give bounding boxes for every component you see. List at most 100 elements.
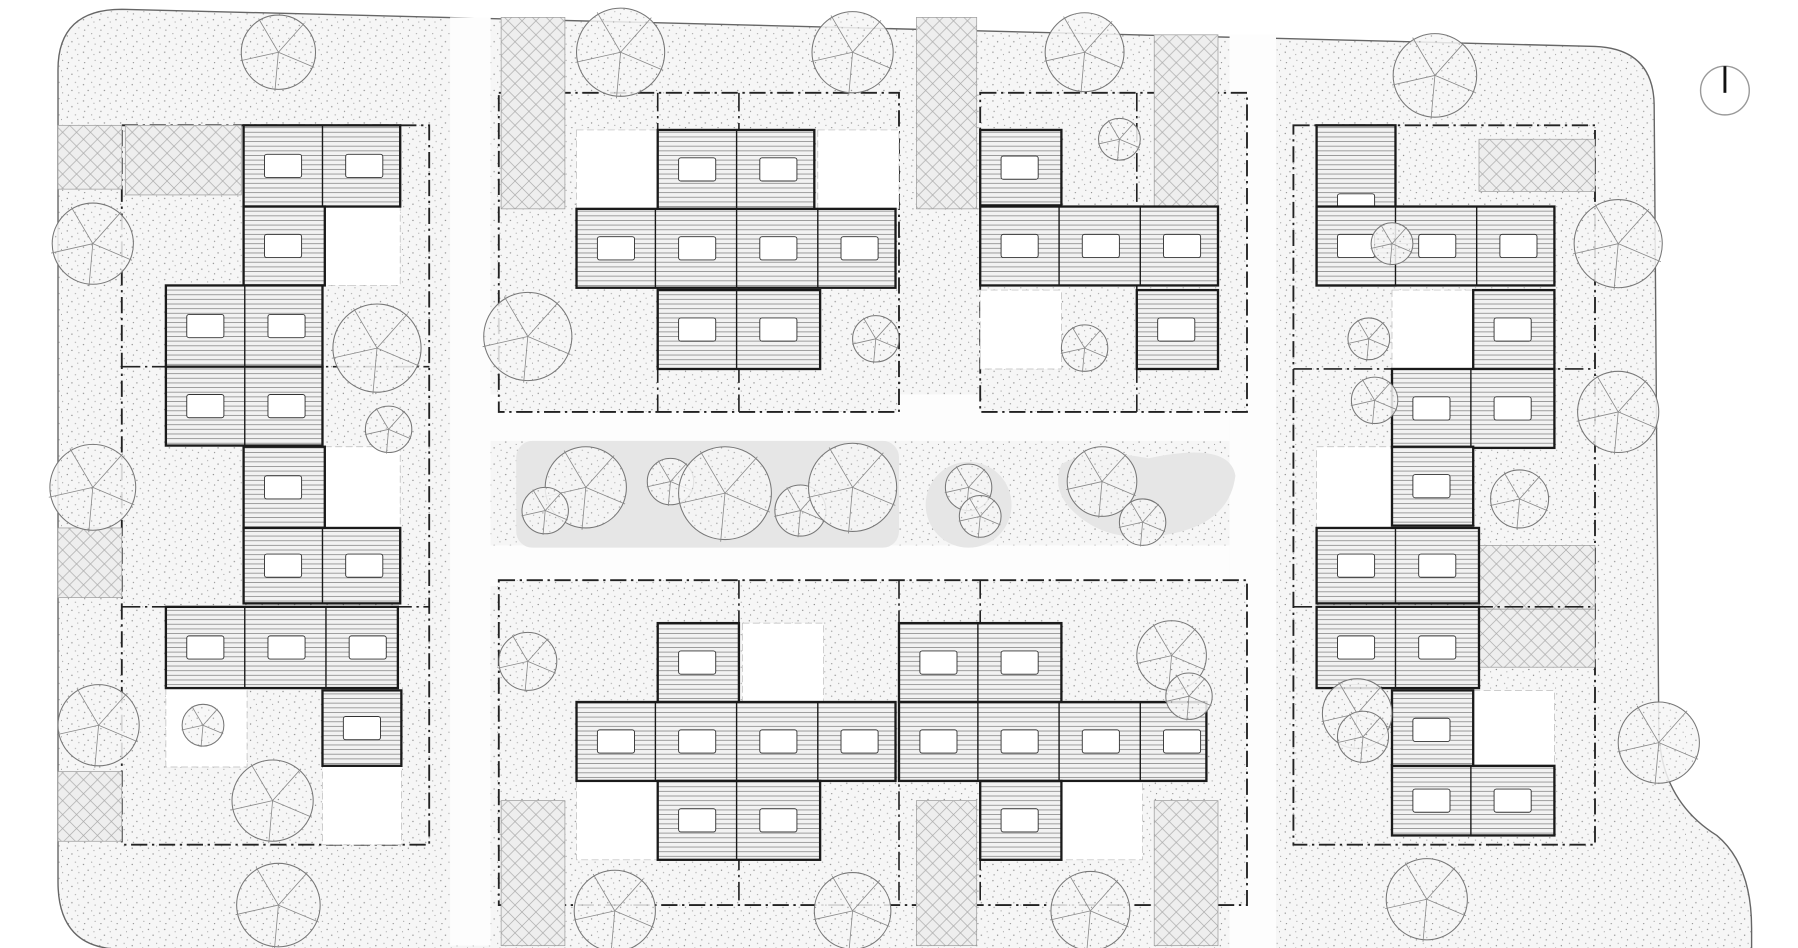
tree-branch — [944, 486, 969, 494]
furniture — [678, 808, 717, 833]
furniture — [264, 553, 303, 578]
tree-branch — [1374, 381, 1392, 401]
tree-branch — [1090, 879, 1119, 912]
tree-branch — [1572, 243, 1619, 255]
tree-branch — [375, 408, 389, 430]
tree-icon — [56, 684, 140, 768]
tree-branch — [1372, 400, 1376, 425]
furniture — [267, 394, 306, 419]
furniture — [678, 729, 717, 754]
tree-branch — [581, 487, 587, 530]
tree-branch — [51, 243, 93, 254]
tree-branch — [1084, 347, 1108, 358]
tree-branch — [191, 706, 204, 726]
tree-branch — [48, 486, 93, 498]
tree-branch — [968, 486, 992, 498]
courtyard — [742, 622, 824, 703]
furniture — [267, 635, 306, 660]
tree-branch — [527, 301, 559, 337]
tree-branch — [1357, 319, 1370, 340]
tree-branch — [958, 515, 981, 522]
tree-branch — [1594, 203, 1619, 244]
tree-branch — [1489, 498, 1520, 507]
housing-unit — [897, 621, 1063, 704]
tree-branch — [620, 51, 664, 71]
tree-branch — [1360, 736, 1364, 764]
tree-branch — [527, 638, 549, 662]
tree-branch — [848, 487, 854, 534]
furniture — [1412, 474, 1451, 499]
tree-icon — [1392, 33, 1478, 120]
tree-branch — [1391, 227, 1407, 244]
tree-icon — [1044, 12, 1125, 94]
tree-branch — [1356, 686, 1382, 714]
furniture — [1412, 396, 1451, 421]
furniture — [1163, 233, 1202, 259]
housing-unit — [1315, 605, 1481, 690]
tree-branch — [278, 51, 315, 68]
housing-unit — [656, 288, 822, 371]
tree-canopy — [1050, 870, 1131, 948]
tree-branch — [1368, 322, 1384, 340]
road-strip — [487, 545, 1230, 586]
courtyard — [322, 765, 402, 846]
tree-branch — [503, 296, 529, 337]
tree-branch — [1385, 898, 1427, 910]
tree-branch — [852, 20, 882, 53]
housing-unit — [656, 621, 741, 704]
tree-branch — [1338, 681, 1358, 714]
tree-icon — [1385, 858, 1468, 942]
tree-branch — [545, 510, 568, 521]
tree-branch — [274, 905, 279, 948]
tree-branch — [1140, 522, 1144, 547]
furniture — [1337, 635, 1376, 660]
tree-branch — [1080, 52, 1086, 94]
tree-branch — [614, 910, 655, 928]
tree-branch — [353, 308, 378, 349]
tree-branch — [202, 724, 224, 735]
tree-icon — [498, 631, 558, 692]
tree-branch — [1658, 710, 1688, 743]
tree-icon — [810, 11, 894, 95]
tree-branch — [1083, 449, 1103, 482]
tree-branch — [1392, 75, 1436, 86]
tree-branch — [1576, 411, 1619, 422]
tree-branch — [258, 18, 279, 53]
tree-branch — [542, 510, 546, 535]
parking-bay — [57, 771, 123, 842]
tree-icon — [851, 315, 900, 364]
tree-branch — [1362, 736, 1388, 748]
tree-branch — [98, 693, 128, 726]
tree-branch — [278, 904, 319, 923]
tree-icon — [48, 443, 137, 533]
housing-unit — [164, 284, 324, 368]
housing-unit — [164, 605, 400, 690]
furniture — [1000, 650, 1039, 675]
furniture — [1493, 788, 1532, 813]
courtyard — [1316, 446, 1393, 529]
furniture — [186, 635, 225, 660]
furniture — [1499, 233, 1538, 259]
furniture — [759, 808, 798, 833]
tree-branch — [813, 910, 853, 921]
tree-branch — [1404, 862, 1428, 900]
furniture — [1418, 233, 1457, 259]
furniture — [1337, 233, 1376, 259]
tree-branch — [1366, 338, 1370, 361]
tree-icon — [677, 446, 772, 542]
housing-unit — [656, 779, 822, 861]
tree-branch — [255, 867, 279, 906]
tree-branch — [611, 910, 616, 948]
furniture — [1000, 233, 1039, 259]
tree-branch — [1176, 675, 1190, 697]
trees — [48, 7, 1700, 948]
parking-bay — [124, 124, 242, 196]
tree-branch — [614, 878, 644, 912]
tree-branch — [1389, 243, 1393, 266]
courtyard — [576, 129, 659, 210]
tree-branch — [1422, 899, 1428, 942]
tree-branch — [521, 510, 546, 517]
tree-branch — [1171, 628, 1197, 656]
tree-branch — [1188, 677, 1206, 697]
